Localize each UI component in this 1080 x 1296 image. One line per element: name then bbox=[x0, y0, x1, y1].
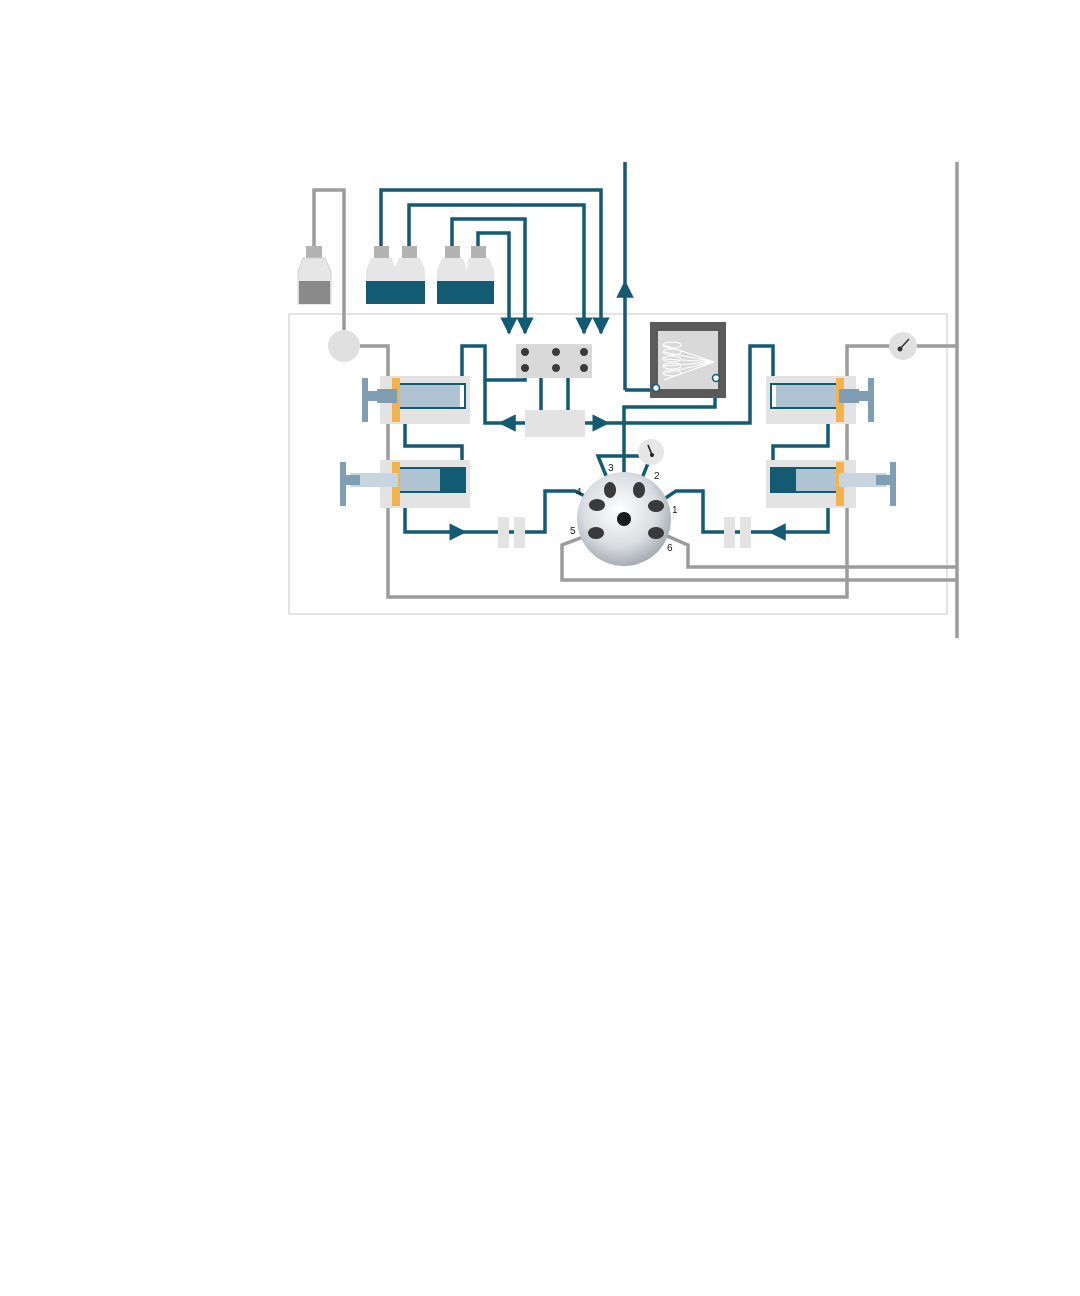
pump-icon bbox=[362, 376, 470, 424]
bottle-icon bbox=[437, 246, 467, 304]
bottle-icon bbox=[394, 246, 425, 304]
pump-icon bbox=[340, 460, 470, 508]
switching-valve-icon bbox=[516, 344, 592, 378]
flow-cell-icon bbox=[650, 322, 726, 398]
pressure-sensor-icon bbox=[638, 439, 664, 465]
valve-port bbox=[588, 527, 604, 539]
bottle-icon bbox=[467, 246, 494, 304]
valve-port bbox=[648, 500, 664, 512]
port-label-1: 1 bbox=[672, 505, 678, 516]
port-label-3: 3 bbox=[608, 463, 614, 474]
port-label-4: 4 bbox=[576, 487, 582, 498]
port-label-6: 6 bbox=[667, 543, 673, 554]
valve-center-port bbox=[617, 512, 631, 526]
valve-port bbox=[633, 482, 645, 498]
valve-port bbox=[604, 482, 616, 498]
valve-port bbox=[589, 499, 605, 511]
waste-bottle-icon bbox=[298, 246, 331, 304]
pump-icon bbox=[766, 376, 874, 424]
pressure-gauge-icon bbox=[889, 332, 917, 360]
port-label-2: 2 bbox=[654, 471, 660, 482]
pump-icon bbox=[766, 460, 896, 508]
solvent-bottles bbox=[366, 246, 494, 304]
port-label-5: 5 bbox=[570, 526, 576, 537]
rotary-valve-icon: 1 2 3 4 5 6 bbox=[570, 463, 678, 566]
bottle-icon bbox=[366, 246, 396, 304]
valve-port bbox=[648, 527, 664, 539]
mixer-block bbox=[525, 410, 585, 437]
waste-valve-icon bbox=[328, 330, 360, 362]
